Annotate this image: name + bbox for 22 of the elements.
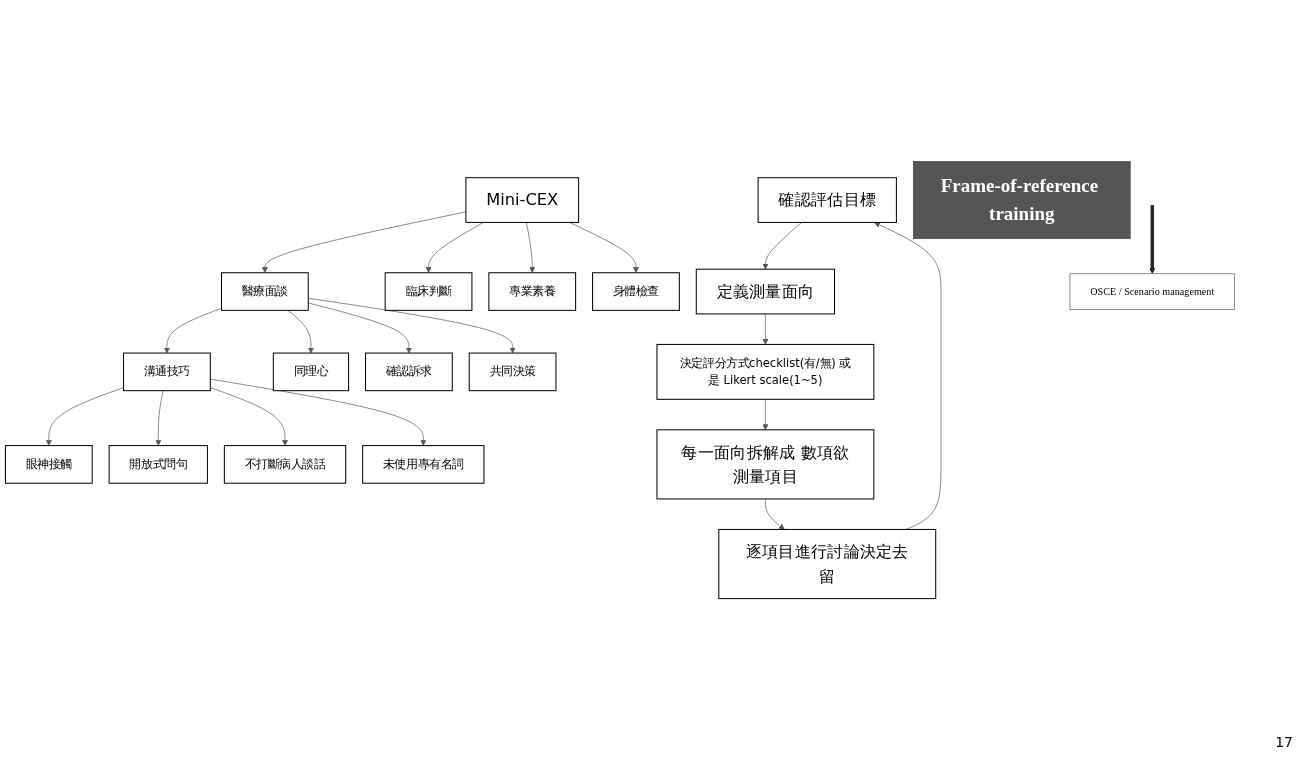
node-box: 溝通技巧 bbox=[123, 352, 211, 392]
node-box: 逐項目進行討論決定去留 bbox=[718, 528, 937, 600]
node-box: 開放式問句 bbox=[108, 445, 208, 484]
node-box: 確認訴求 bbox=[365, 352, 453, 392]
node-box: 眼神接觸 bbox=[4, 445, 93, 484]
node-box: 每一面向拆解成 數項欲測量項目 bbox=[656, 429, 875, 500]
node-box: Frame-of-reference training bbox=[913, 161, 1131, 239]
node-box: 身體檢查 bbox=[592, 272, 680, 311]
node-box: 確認評估目標 bbox=[757, 177, 897, 223]
node-box: 不打斷病人談話 bbox=[223, 445, 347, 484]
node-box: 臨床判斷 bbox=[384, 272, 473, 311]
page-number: 17 bbox=[1275, 734, 1293, 750]
node-box: 醫療面談 bbox=[220, 272, 309, 311]
arrow bbox=[1149, 205, 1156, 274]
node-box: 同理心 bbox=[272, 352, 350, 392]
node-box: Mini-CEX bbox=[465, 177, 580, 223]
node-box: OSCE / Scenario management bbox=[1069, 273, 1235, 310]
node-box: 定義測量面向 bbox=[695, 268, 836, 315]
node-box: 共同決策 bbox=[468, 352, 557, 392]
node-box: 決定評分方式checklist(有/無) 或是 Likert scale(1~5) bbox=[656, 343, 875, 400]
node-box: 未使用專有名詞 bbox=[362, 445, 485, 484]
node-box: 專業素養 bbox=[488, 272, 577, 311]
